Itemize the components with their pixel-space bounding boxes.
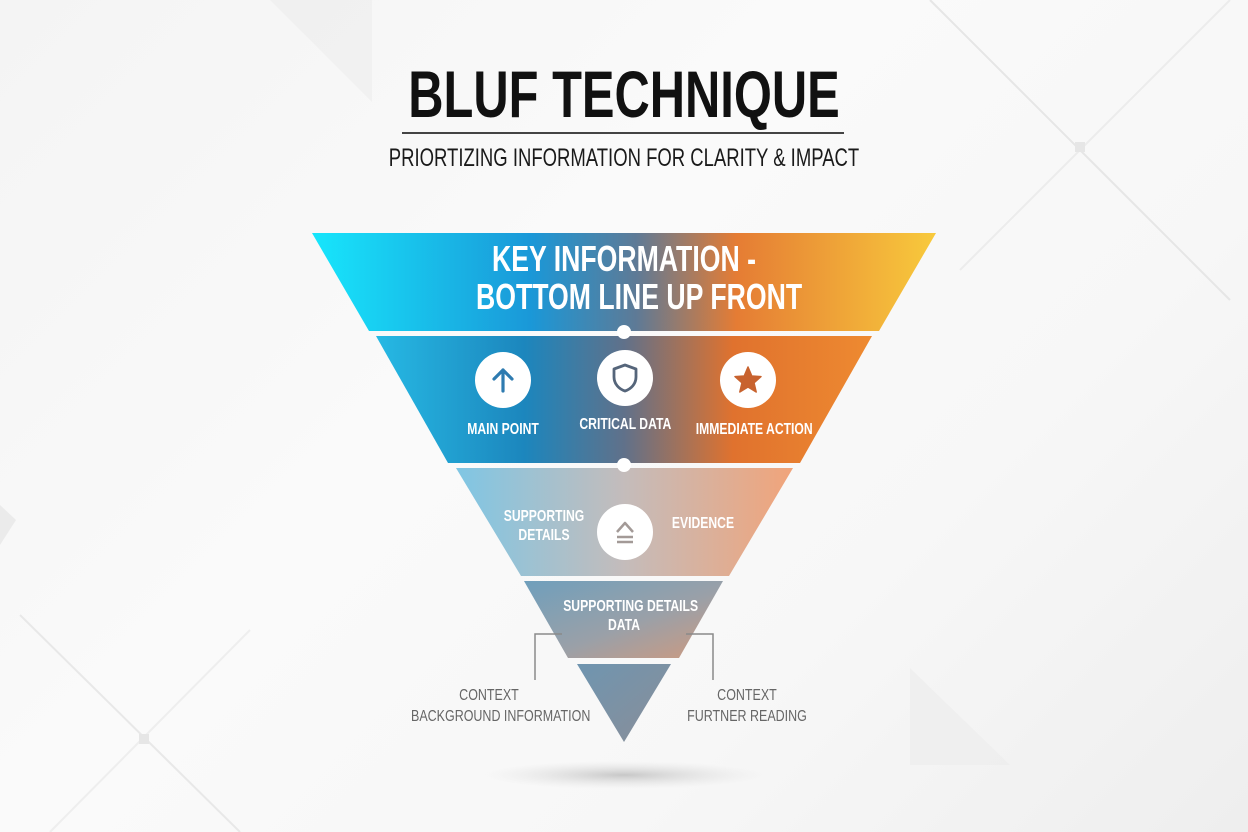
critical-data-label: CRITICAL DATA — [579, 416, 672, 433]
balance-triangle-icon — [616, 521, 634, 544]
tier-1-line-2: BOTTOM LINE UP FRONT — [476, 276, 803, 317]
tier-1-line-1: KEY INFORMATION - — [492, 238, 756, 279]
context-left-line-2: BACKGROUND INFORMATION — [411, 708, 591, 725]
tier-1-band — [312, 233, 936, 331]
floor-shadow — [484, 761, 764, 789]
separator-dot — [617, 458, 631, 472]
page-subtitle: PRIORTIZING INFORMATION FOR CLARITY & IM… — [388, 144, 860, 172]
critical-data-icon-circle — [597, 350, 653, 406]
context-right-line-2: FURTNER READING — [687, 708, 807, 725]
evidence-label: EVIDENCE — [671, 515, 735, 532]
tier-4-band — [524, 581, 723, 658]
main-point-label: MAIN POINT — [467, 421, 539, 438]
supporting-details-label: SUPPORTING DETAILS — [498, 507, 589, 545]
star-icon — [734, 366, 762, 393]
context-left-label: CONTEXT BACKGROUND INFORMATION — [411, 685, 591, 727]
context-right-line-1: CONTEXT — [717, 687, 777, 704]
context-left-bracket — [534, 633, 562, 680]
page-title: BLUF TECHNIQUE — [408, 57, 840, 131]
tier-5-band — [577, 664, 671, 742]
context-right-bracket — [686, 633, 714, 680]
context-right-label: CONTEXT FURTNER READING — [685, 685, 810, 727]
tier-4-line-1: SUPPORTING DETAILS — [563, 598, 699, 615]
title-divider — [402, 132, 844, 134]
tier-1-label: KEY INFORMATION - BOTTOM LINE UP FRONT — [476, 238, 803, 317]
supporting-details-line-2: DETAILS — [518, 527, 570, 544]
tier-4-line-2: DATA — [608, 617, 640, 634]
immediate-action-label: IMMEDIATE ACTION — [695, 421, 813, 438]
arrow-up-icon — [492, 368, 514, 393]
immediate-action-icon-circle — [720, 352, 776, 408]
supporting-details-line-1: SUPPORTING — [503, 508, 585, 525]
main-point-icon-circle — [475, 352, 531, 408]
context-left-line-1: CONTEXT — [459, 687, 519, 704]
separator-dot — [617, 325, 631, 339]
tier-4-label: SUPPORTING DETAILS DATA — [563, 597, 699, 635]
shield-icon — [612, 363, 638, 393]
balance-icon-circle — [597, 504, 653, 560]
